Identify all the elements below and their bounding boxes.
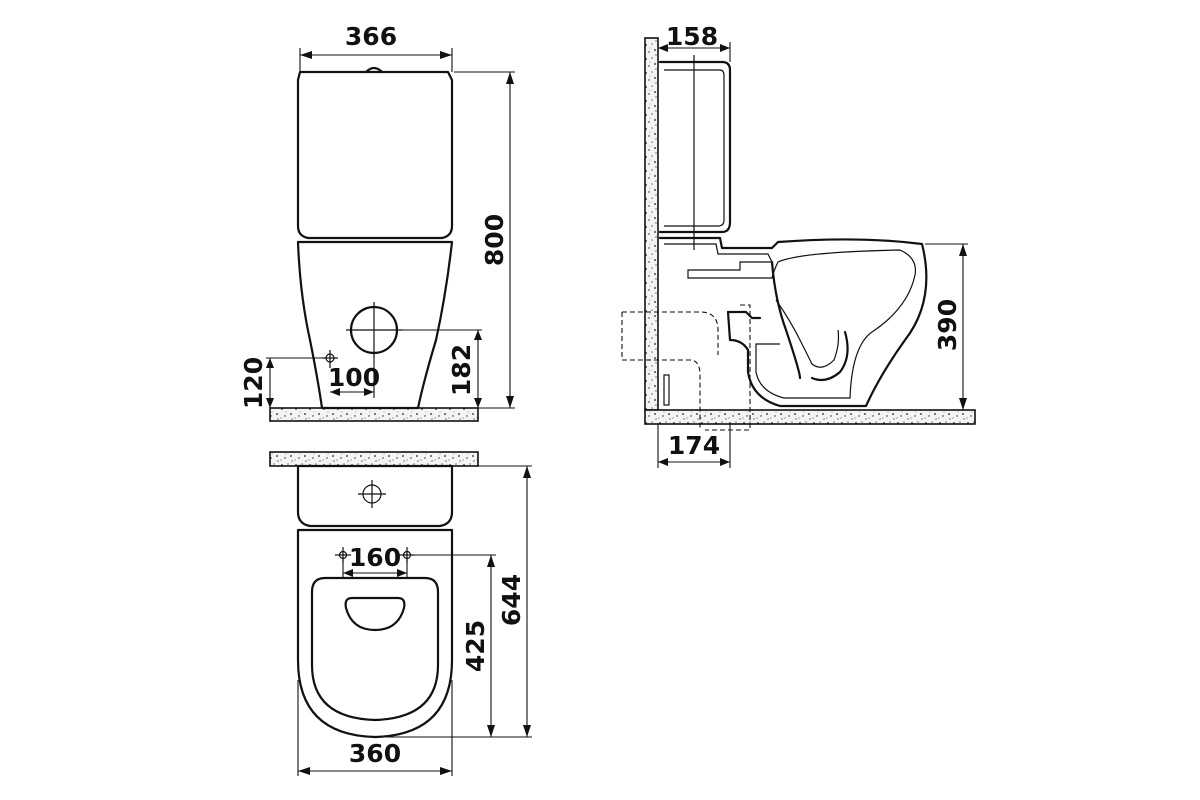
bowl-height-arrow-top: [959, 244, 967, 256]
outlet-wall-label: 174: [668, 431, 720, 460]
tank-depth-arrow-right: [720, 44, 730, 52]
outlet-height-arrow-top: [474, 330, 482, 340]
front-view-tank: [296, 70, 454, 240]
front-view: 366 800 120 100 182: [239, 22, 515, 422]
top-view: 160 425 644 360: [269, 451, 532, 776]
bowl-height-arrow-bottom: [959, 398, 967, 410]
side-view: 158 390 174: [621, 22, 976, 468]
front-width-arrow-right: [440, 51, 452, 59]
outlet-height-arrow-bottom: [474, 398, 482, 408]
top-depth-arrow-top: [523, 466, 531, 478]
top-view-wall: [269, 451, 479, 467]
side-view-floor: [644, 409, 976, 425]
front-height-arrow-top: [506, 72, 514, 84]
front-view-floor: [269, 407, 479, 422]
base-width-arrow-left: [298, 767, 310, 775]
outlet-offset-arrow-right: [364, 388, 374, 396]
outlet-offset-label: 100: [328, 363, 380, 392]
front-height-label: 800: [480, 214, 509, 266]
outlet-wall-arrow-right: [720, 458, 730, 466]
top-view-bowl-outline: [296, 528, 454, 739]
side-view-bowl-well: [770, 260, 849, 382]
top-view-seat: [310, 576, 440, 722]
top-depth-arrow-bottom: [523, 725, 531, 737]
fixing-front-arrow-bottom: [487, 725, 495, 737]
fixing-spacing-label: 160: [349, 543, 401, 572]
side-view-bowl-outer: [658, 236, 928, 408]
top-depth-label: 644: [497, 574, 526, 626]
side-view-dashed-outlet-pipe: [622, 304, 751, 431]
fixing-front-label: 425: [461, 620, 490, 672]
base-width-arrow-right: [440, 767, 452, 775]
side-view-bowl-trap: [775, 299, 840, 368]
front-view-flush-button: [364, 66, 384, 74]
inlet-height-arrow-top: [266, 358, 274, 368]
inlet-height-label: 120: [239, 357, 268, 409]
fixing-spacing-arrow-left: [343, 569, 353, 577]
tank-depth-arrow-left: [658, 44, 668, 52]
fixing-spacing-arrow-right: [397, 569, 407, 577]
outlet-height-label: 182: [447, 344, 476, 396]
top-view-seat-inner: [344, 596, 406, 632]
side-view-wall: [644, 37, 659, 411]
bowl-height-label: 390: [933, 299, 962, 351]
side-view-tank-outer: [658, 60, 732, 234]
front-height-arrow-bottom: [506, 396, 514, 408]
outlet-wall-arrow-left: [658, 458, 668, 466]
inlet-height-arrow-bottom: [266, 398, 274, 408]
front-width-label: 366: [345, 22, 397, 51]
front-view-bowl: [296, 240, 454, 410]
base-width-label: 360: [349, 739, 401, 768]
outlet-offset-arrow-left: [330, 388, 340, 396]
tank-depth-label: 158: [666, 22, 718, 51]
side-view-tank-inner: [664, 69, 725, 227]
side-view-inlet-mark: [663, 374, 670, 406]
front-width-arrow-left: [300, 51, 312, 59]
fixing-front-arrow-top: [487, 555, 495, 567]
top-view-tank: [296, 464, 454, 528]
